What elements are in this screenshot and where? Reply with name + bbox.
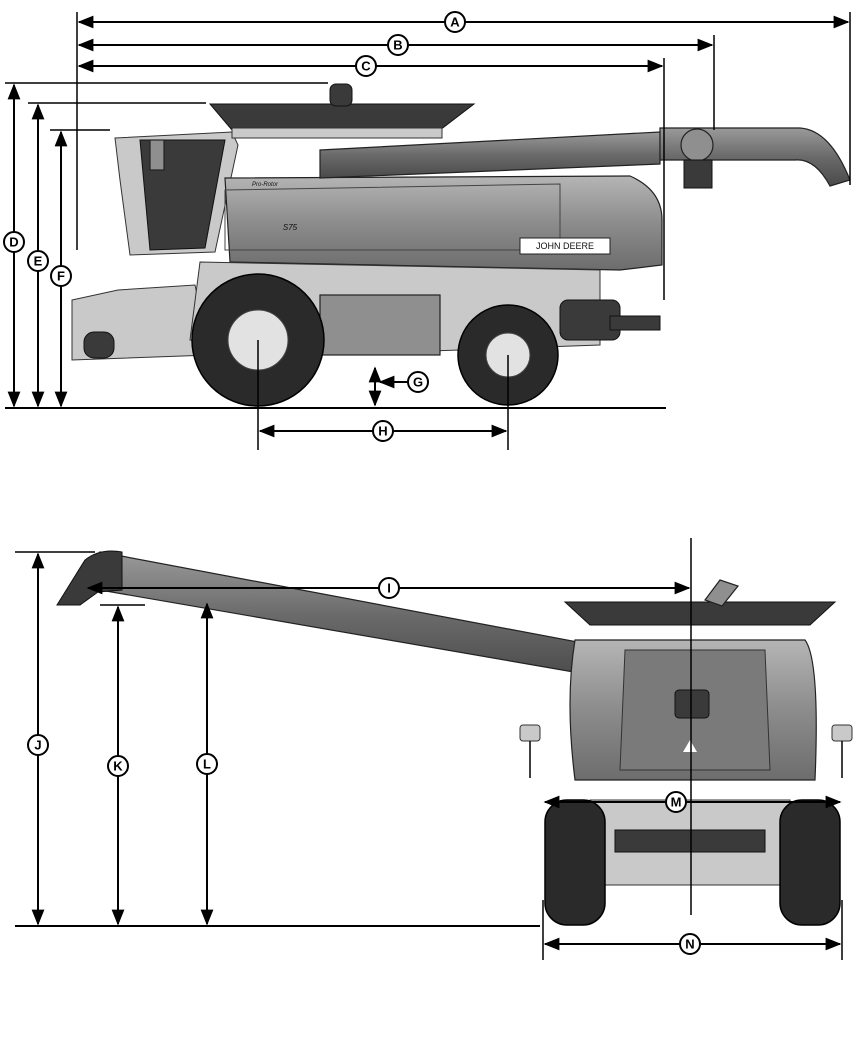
label-B: B <box>387 34 409 56</box>
svg-text:I: I <box>387 581 391 596</box>
model-text: S75 <box>283 223 298 232</box>
rear-combine-illustration <box>56 550 853 926</box>
rotor-text: Pro-Rotor <box>252 182 279 188</box>
side-view: JOHN DEERE S75 Pro-Rotor <box>5 12 851 450</box>
label-M: M <box>665 791 687 813</box>
svg-text:C: C <box>361 59 371 74</box>
svg-text:M: M <box>671 795 682 810</box>
label-E: E <box>27 250 49 272</box>
svg-text:J: J <box>34 738 41 753</box>
svg-text:L: L <box>203 757 211 772</box>
brand-text: JOHN DEERE <box>536 241 594 251</box>
svg-text:K: K <box>113 759 123 774</box>
label-K: K <box>107 755 129 777</box>
svg-text:N: N <box>685 937 694 952</box>
label-F: F <box>50 265 72 287</box>
svg-text:E: E <box>34 254 43 269</box>
side-combine-illustration: JOHN DEERE S75 Pro-Rotor <box>71 83 851 407</box>
svg-text:D: D <box>9 235 18 250</box>
dimension-labels: A B C D E F G H I J K L M N <box>3 11 701 955</box>
svg-text:G: G <box>413 375 423 390</box>
label-I: I <box>378 577 400 599</box>
label-C: C <box>355 55 377 77</box>
label-N: N <box>679 933 701 955</box>
rear-view <box>15 538 853 960</box>
svg-text:H: H <box>378 424 387 439</box>
label-A: A <box>444 11 466 33</box>
svg-text:F: F <box>57 269 65 284</box>
svg-text:B: B <box>393 38 402 53</box>
svg-text:A: A <box>450 15 460 30</box>
label-D: D <box>3 231 25 253</box>
label-H: H <box>372 420 394 442</box>
label-G: G <box>407 371 429 393</box>
label-L: L <box>196 753 218 775</box>
label-J: J <box>27 734 49 756</box>
